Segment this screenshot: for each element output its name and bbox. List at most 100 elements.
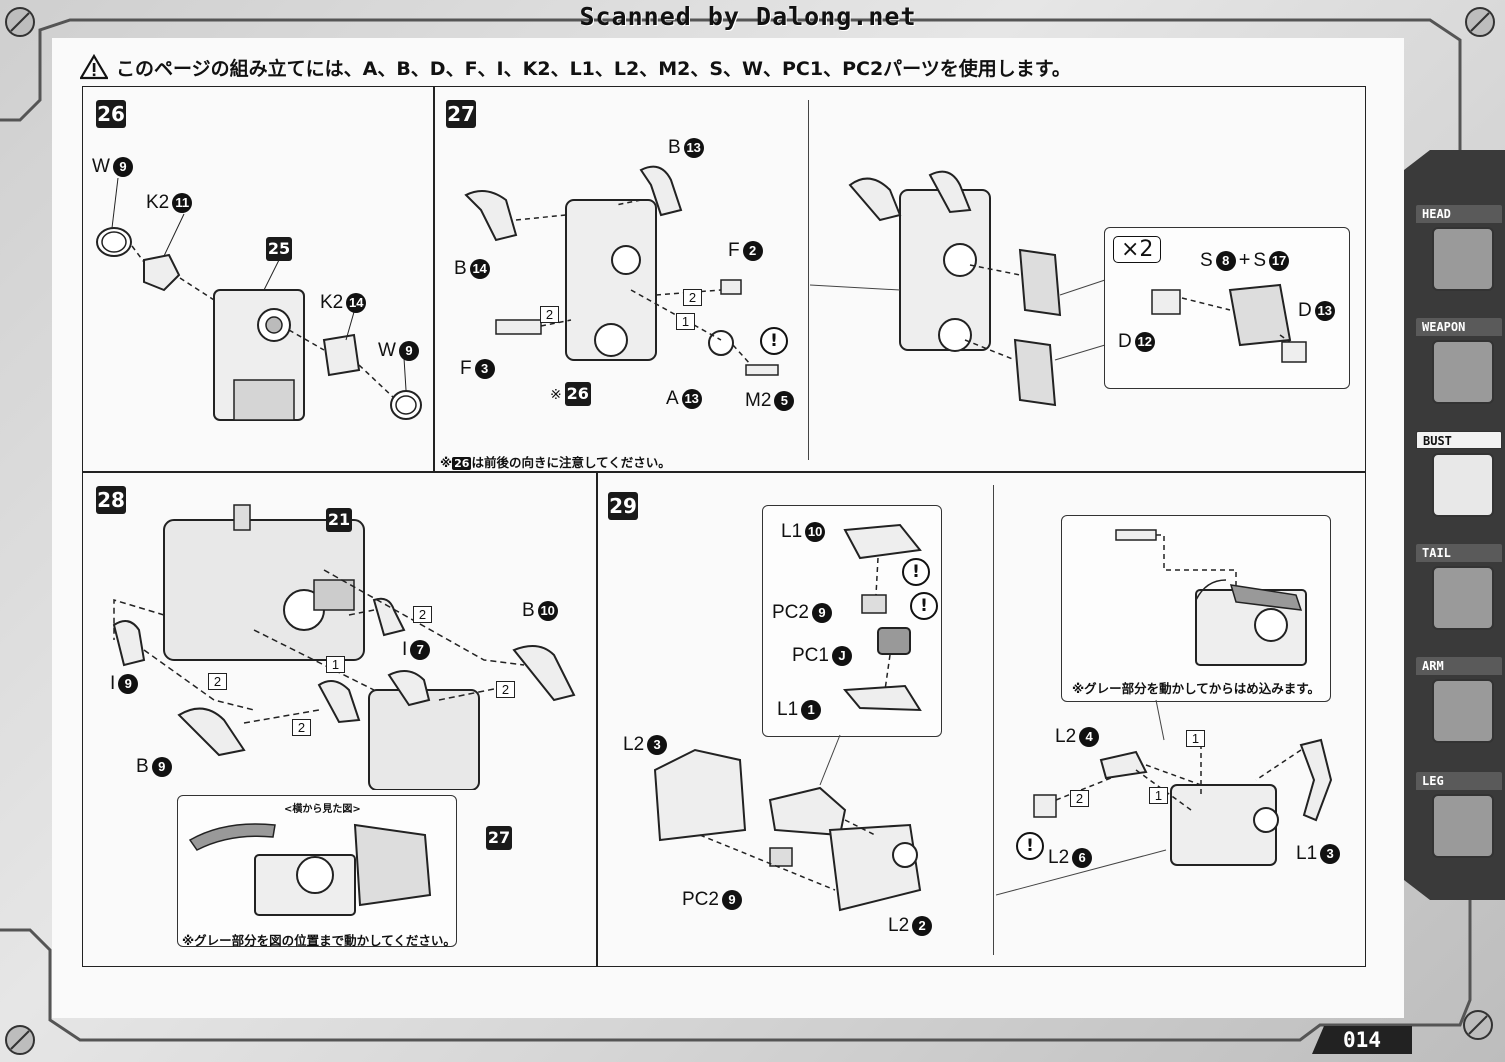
callout-number: 9 xyxy=(811,603,832,623)
callout-number: 5 xyxy=(774,391,795,411)
caution-icon: ! xyxy=(902,558,930,586)
step-29-note: ※グレー部分を動かしてからはめ込みます。 xyxy=(1072,681,1321,696)
order-marker: 1 xyxy=(1149,787,1168,804)
callout-number: 7 xyxy=(410,640,431,660)
callout-letter: L1 xyxy=(1296,843,1318,864)
order-marker: 2 xyxy=(496,681,515,698)
tail-icon xyxy=(1432,566,1494,630)
step-29-divider xyxy=(993,485,994,955)
step-26-diagram xyxy=(96,177,422,421)
step-27-sub-diagram xyxy=(1151,283,1307,363)
callout-number: 14 xyxy=(346,293,367,313)
step-29-diagram-left xyxy=(653,523,922,912)
callout-letter: W xyxy=(378,340,396,361)
callout-number: 9 xyxy=(721,890,742,910)
callout-letter: L1 xyxy=(781,521,803,542)
callout-letter: K2 xyxy=(320,292,344,313)
leg-icon xyxy=(1432,794,1494,858)
callout-letter: I xyxy=(402,639,408,660)
head-icon xyxy=(1432,227,1494,291)
step-29-diagram-right xyxy=(996,529,1333,896)
callout-number: 2 xyxy=(912,916,933,936)
callout-number: 13 xyxy=(683,138,704,158)
callout-letter: L2 xyxy=(888,915,910,936)
order-marker: 1 xyxy=(676,313,695,330)
side-tab-arm[interactable]: ARM xyxy=(1410,657,1502,757)
step-27-panel xyxy=(434,86,1366,472)
page-number: 014 xyxy=(1312,1026,1412,1054)
note-text: は前後の向きに注意してください。 xyxy=(471,455,671,470)
order-marker: 2 xyxy=(683,289,702,306)
side-tab-tail[interactable]: TAIL xyxy=(1410,544,1502,644)
order-marker: 2 xyxy=(540,306,559,323)
callout-number: J xyxy=(831,646,852,666)
callout-letter: A xyxy=(666,388,679,409)
callout-number: 2 xyxy=(742,241,763,261)
callout-number: 4 xyxy=(1079,727,1100,747)
callout-letter: D xyxy=(1298,300,1312,321)
callout-number: 6 xyxy=(1072,848,1093,868)
callout-letter: F xyxy=(460,358,472,379)
ref-step-27: 27 xyxy=(486,826,512,850)
side-tab-label: ARM xyxy=(1416,657,1502,675)
side-tab-bust[interactable]: BUST xyxy=(1410,431,1502,531)
callout-letter: B xyxy=(522,600,535,621)
order-marker: 2 xyxy=(413,606,432,623)
callout-number: 10 xyxy=(537,601,558,621)
callout-number: 17 xyxy=(1269,250,1290,271)
callout-number: 3 xyxy=(1320,844,1341,864)
bust-icon xyxy=(1432,453,1494,517)
callout-number: 9 xyxy=(118,674,139,694)
caution-icon: ! xyxy=(1016,832,1044,860)
callout-letter: B xyxy=(454,258,467,279)
callout-letter: L2 xyxy=(623,734,645,755)
order-marker: 1 xyxy=(326,656,345,673)
callout-number: 8 xyxy=(1215,250,1236,271)
ref-step-badge: 26 xyxy=(564,382,591,406)
step-28-number: 28 xyxy=(96,486,126,514)
callout-letter: K2 xyxy=(146,192,170,213)
callout-number: 13 xyxy=(1314,301,1335,321)
side-view-title: <横から見た図> xyxy=(284,804,361,815)
callout-letter: W xyxy=(92,156,110,177)
callout-number: 9 xyxy=(112,157,133,177)
side-tab-label: LEG xyxy=(1416,772,1502,790)
callout-letter: I xyxy=(110,673,116,694)
step-27-diagram-right xyxy=(810,170,1106,407)
callout-number: 9 xyxy=(151,757,172,777)
side-tab-weapon[interactable]: WEAPON xyxy=(1410,318,1502,418)
step-27-diagram-left xyxy=(464,165,779,376)
callout-letter: F xyxy=(728,240,740,261)
scan-credit: Scanned by Dalong.net xyxy=(579,2,917,31)
callout-letter: PC2 xyxy=(772,602,809,623)
callout-letter: S xyxy=(1200,249,1213,271)
callout-letter: B xyxy=(668,137,681,158)
callout-number: 3 xyxy=(474,359,495,379)
side-tab-leg[interactable]: LEG xyxy=(1410,772,1502,872)
side-tab-head[interactable]: HEAD xyxy=(1410,205,1502,305)
callout-letter: L2 xyxy=(1048,847,1070,868)
callout-number: 14 xyxy=(469,259,490,279)
parts-notice-text: このページの組み立てには、A、B、D、F、I、K2、L1、L2、M2、S、W、P… xyxy=(116,57,1071,80)
step-28-panel xyxy=(82,472,597,967)
callout-letter: PC2 xyxy=(682,889,719,910)
side-tab-label: HEAD xyxy=(1416,205,1502,223)
callout-number: 12 xyxy=(1134,332,1155,352)
